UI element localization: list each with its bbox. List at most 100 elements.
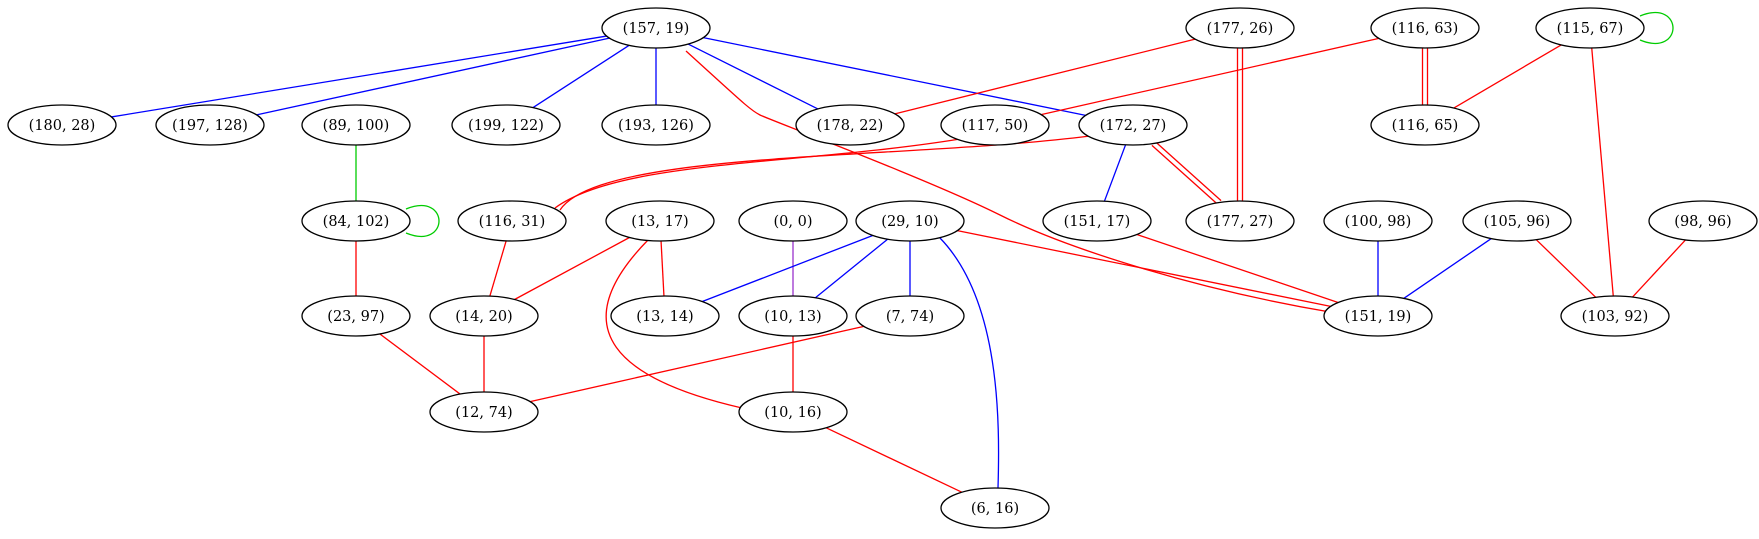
node-ellipse: [1560, 295, 1670, 337]
node-ellipse: [1323, 295, 1433, 337]
graph-node: (13, 17): [605, 200, 715, 242]
edge-n177_26-n178_22: [894, 38, 1196, 115]
graph-node: (116, 31): [457, 200, 567, 242]
edge-n157_19-n199_122: [532, 44, 630, 109]
node-label: (23, 97): [327, 309, 384, 325]
node-ellipse: [738, 200, 848, 242]
graph-node: (115, 67): [1535, 7, 1645, 49]
node-ellipse: [1462, 200, 1572, 242]
graph-node: (89, 100): [301, 104, 411, 146]
node-label: (116, 65): [1392, 118, 1459, 134]
graph-node: (177, 27): [1185, 200, 1295, 242]
node-label: (84, 102): [323, 214, 390, 230]
node-ellipse: [1535, 7, 1645, 49]
node-ellipse: [301, 295, 411, 337]
node-ellipse: [605, 200, 715, 242]
edge-n157_19-n172_27: [703, 36, 1086, 117]
graph-node: (157, 19): [601, 7, 711, 49]
node-label: (12, 74): [455, 405, 512, 421]
node-label: (0, 0): [774, 214, 813, 230]
node-label: (117, 50): [962, 118, 1029, 134]
node-label: (105, 96): [1484, 214, 1551, 230]
graph-node: (105, 96): [1462, 200, 1572, 242]
node-label: (100, 98): [1345, 214, 1412, 230]
edge-n172_27-n151_17: [1103, 144, 1127, 202]
node-ellipse: [855, 200, 965, 242]
graph-node: (151, 17): [1042, 200, 1152, 242]
node-ellipse: [429, 295, 539, 337]
node-ellipse: [601, 104, 711, 146]
graph-node: (98, 96): [1648, 200, 1758, 242]
edge-n172_27-n116_31: [559, 135, 1091, 211]
node-label: (10, 13): [764, 309, 821, 325]
edge-n117_50-n116_31: [554, 138, 961, 209]
node-ellipse: [155, 104, 265, 146]
node-label: (151, 19): [1345, 309, 1412, 325]
graph-node: (116, 65): [1370, 104, 1480, 146]
node-ellipse: [301, 200, 411, 242]
edge-n13_17-n10_16: [605, 239, 743, 409]
graph-node: (116, 63): [1370, 7, 1480, 49]
node-ellipse: [1078, 104, 1188, 146]
node-label: (103, 92): [1582, 309, 1649, 325]
graph-node: (193, 126): [601, 104, 711, 146]
graph-node: (172, 27): [1078, 104, 1188, 146]
node-label: (115, 67): [1557, 21, 1624, 37]
graph-node: (12, 74): [429, 391, 539, 433]
node-label: (7, 74): [886, 309, 934, 325]
graph-node: (0, 0): [738, 200, 848, 242]
graph-node: (14, 20): [429, 295, 539, 337]
graph-node: (13, 14): [610, 295, 720, 337]
edge-n116_63-n117_50: [1040, 37, 1380, 116]
node-label: (197, 128): [172, 118, 248, 134]
edge-n105_96-n103_92: [1535, 239, 1597, 298]
node-label: (157, 19): [623, 21, 690, 37]
edge-n151_17-n151_19: [1136, 233, 1339, 304]
graph-node: (10, 16): [738, 391, 848, 433]
graph-node: (178, 22): [795, 104, 905, 146]
edge-n172_27-n177_27: [1154, 141, 1222, 202]
graph-node: (100, 98): [1323, 200, 1433, 242]
edge-n115_67-n103_92: [1591, 47, 1614, 297]
graph-node: (151, 19): [1323, 295, 1433, 337]
graph-node: (103, 92): [1560, 295, 1670, 337]
edge-n13_17-n13_14: [660, 240, 665, 297]
node-label: (116, 63): [1392, 21, 1459, 37]
graph-node: (197, 128): [155, 104, 265, 146]
graph-node: (23, 97): [301, 295, 411, 337]
edge-n29_10-n151_19: [957, 229, 1331, 308]
node-ellipse: [795, 104, 905, 146]
edge-n157_19-n151_19: [685, 50, 1331, 313]
graph-node: (177, 26): [1185, 7, 1295, 49]
edge-n105_96-n151_19: [1403, 238, 1492, 299]
node-ellipse: [301, 104, 411, 146]
node-label: (116, 31): [479, 214, 546, 230]
graph-node: (180, 28): [7, 104, 117, 146]
node-ellipse: [738, 295, 848, 337]
node-label: (14, 20): [455, 309, 512, 325]
node-ellipse: [601, 7, 711, 49]
node-ellipse: [457, 200, 567, 242]
edge-n157_19-n180_28: [111, 35, 607, 118]
node-label: (177, 27): [1207, 214, 1274, 230]
graph-node: (10, 13): [738, 295, 848, 337]
graph-node: (84, 102): [301, 200, 411, 242]
node-ellipse: [1185, 200, 1295, 242]
node-label: (177, 26): [1207, 21, 1274, 37]
graph-node: (199, 122): [451, 104, 561, 146]
graph-node: (6, 16): [940, 487, 1050, 529]
node-label: (193, 126): [618, 118, 694, 134]
edge-n7_74-n12_74: [529, 325, 865, 403]
node-ellipse: [7, 104, 117, 146]
edge-n29_10-n13_14: [702, 234, 873, 303]
edge-n157_19-n178_22: [687, 43, 819, 110]
node-ellipse: [855, 295, 965, 337]
node-label: (6, 16): [971, 501, 1019, 517]
edge-n10_16-n6_16: [825, 427, 963, 493]
node-ellipse: [940, 487, 1050, 529]
edge-n23_97-n12_74: [379, 333, 461, 395]
edge-n115_67-n116_65: [1453, 44, 1562, 109]
node-label: (199, 122): [468, 118, 544, 134]
nodes-layer: (157, 19) (177, 26) (116, 63) (115, 67) (180…: [7, 7, 1758, 529]
node-ellipse: [940, 104, 1050, 146]
